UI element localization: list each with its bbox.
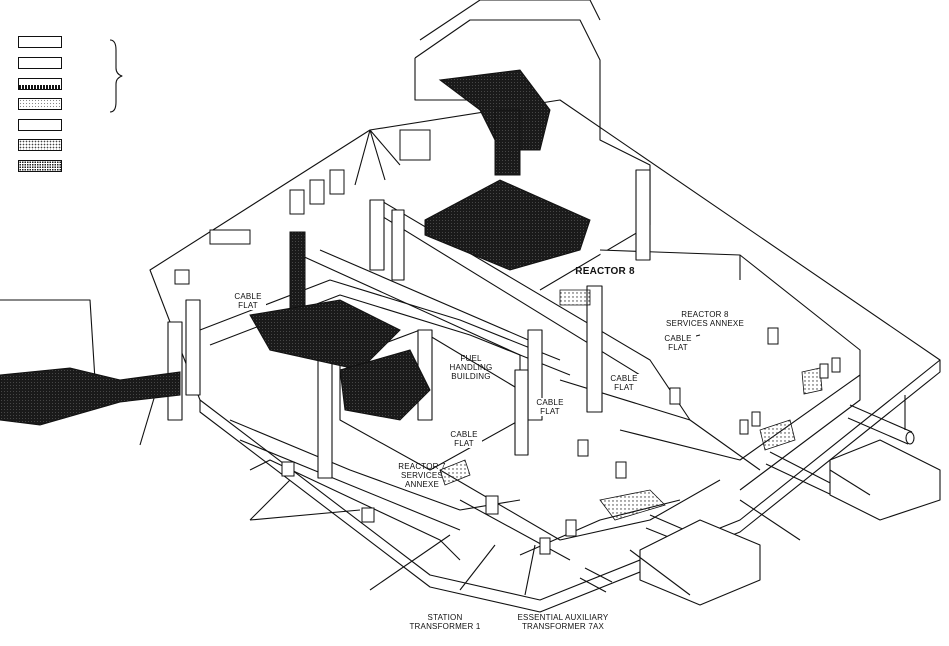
legend-swatch-1: [18, 36, 62, 48]
label-essential-auxiliary-transformer: ESSENTIAL AUXILIARY TRANSFORMER 7AX: [517, 613, 609, 631]
reactor7-stack: [289, 231, 306, 316]
legend-swatch-6: [18, 139, 62, 151]
legend-swatch-3: [18, 78, 62, 90]
legend-brace: [109, 39, 123, 113]
label-cable-flat-5: CABLE FLAT: [446, 430, 482, 448]
label-cable-flat-2: CABLE FLAT: [660, 334, 696, 352]
label-cable-flat-1: CABLE FLAT: [230, 292, 266, 310]
label-fuel-handling-building: FUEL HANDLING BUILDING: [449, 354, 493, 381]
ground-slab: [149, 99, 941, 601]
reactor8-core-mass: [424, 179, 591, 271]
legend-swatch-2: [18, 57, 62, 69]
legend-swatch-7: [18, 160, 62, 172]
label-reactor8-services-annexe: REACTOR 8 SERVICES ANNEXE: [666, 310, 744, 328]
label-reactor-8: REACTOR 8: [575, 266, 635, 277]
label-station-transformer-1: STATION TRANSFORMER 1: [409, 613, 481, 631]
label-cable-flat-3: CABLE FLAT: [606, 374, 642, 392]
ground-slab-edge: [199, 360, 941, 613]
legend-swatch-4: [18, 98, 62, 110]
reactor7-core-mass: [249, 299, 401, 371]
legend-swatch-5: [18, 119, 62, 131]
label-cable-flat-4: CABLE FLAT: [532, 398, 568, 416]
left-dark-duct: [0, 367, 181, 426]
reactor8-annexe-block: [599, 249, 861, 461]
label-reactor7-services-annexe: REACTOR 7 SERVICES ANNEXE: [398, 462, 446, 489]
